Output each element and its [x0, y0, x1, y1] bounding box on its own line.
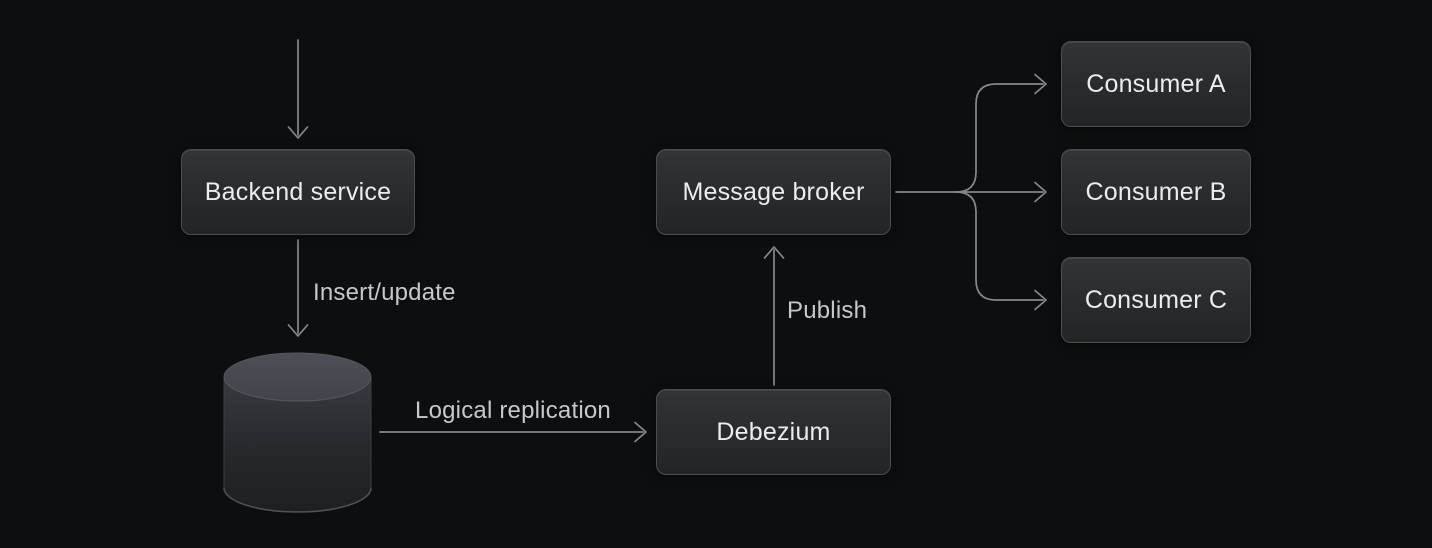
edge-broker-to-consumer-b	[895, 181, 1047, 203]
node-consumer-c: Consumer C	[1061, 257, 1251, 343]
edge-into-backend-service	[287, 39, 309, 139]
node-consumer-a: Consumer A	[1061, 41, 1251, 127]
node-consumer-b-label: Consumer B	[1085, 177, 1227, 206]
edge-database-to-debezium	[379, 421, 647, 443]
node-backend-service: Backend service	[181, 149, 415, 235]
edge-broker-to-consumer-a	[955, 73, 1047, 193]
edge-label-publish: Publish	[787, 297, 868, 324]
node-consumer-a-label: Consumer A	[1086, 69, 1226, 98]
node-backend-service-label: Backend service	[204, 177, 392, 206]
node-consumer-c-label: Consumer C	[1084, 285, 1228, 314]
edge-label-insert-update: Insert/update	[313, 279, 456, 306]
edge-debezium-to-broker	[763, 246, 785, 386]
edge-backend-to-database	[287, 239, 309, 337]
edge-broker-to-consumer-c	[955, 191, 1047, 311]
node-debezium: Debezium	[656, 389, 891, 475]
node-message-broker: Message broker	[656, 149, 891, 235]
node-message-broker-label: Message broker	[682, 177, 865, 206]
edge-label-logical-replication: Logical replication	[415, 397, 611, 424]
node-consumer-b: Consumer B	[1061, 149, 1251, 235]
database-cylinder-icon	[223, 352, 372, 513]
node-debezium-label: Debezium	[716, 417, 831, 446]
